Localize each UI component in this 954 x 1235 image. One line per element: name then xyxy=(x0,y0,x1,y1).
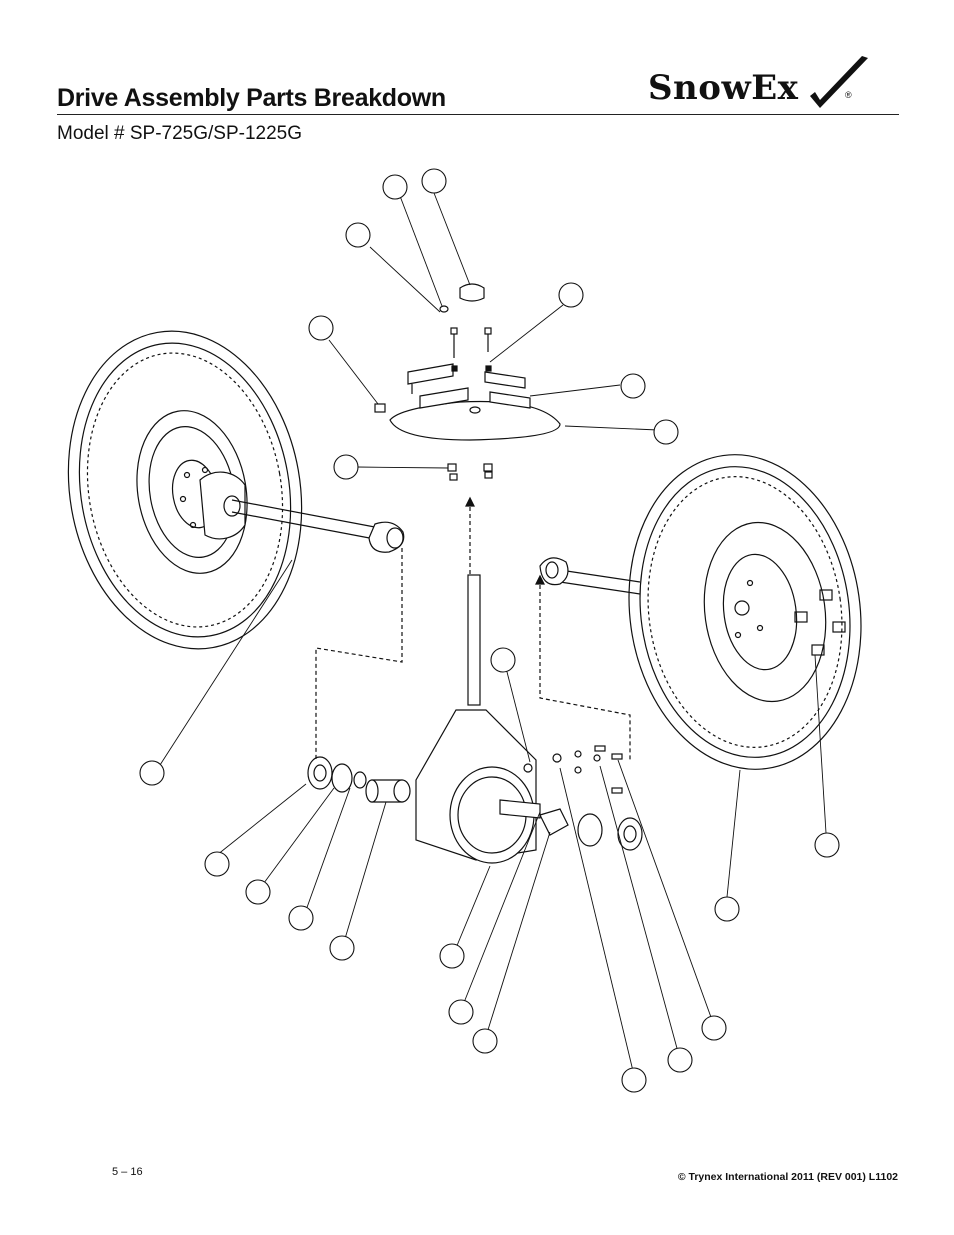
callout-circle xyxy=(204,851,230,877)
callout-circle xyxy=(814,832,840,858)
callout-circle xyxy=(139,760,165,786)
gearbox xyxy=(415,574,541,864)
right-bearing-set xyxy=(539,745,643,851)
callout-circle xyxy=(448,999,474,1025)
callout-circle xyxy=(421,168,447,194)
callout-circle xyxy=(439,943,465,969)
left-bearing-set xyxy=(307,756,411,803)
callout-circle xyxy=(667,1047,693,1073)
callout-circle xyxy=(490,647,516,673)
callout-circle xyxy=(701,1015,727,1041)
callout-circle xyxy=(288,905,314,931)
callout-circle xyxy=(329,935,355,961)
leader-lines xyxy=(159,192,827,1072)
checkmark-icon xyxy=(810,56,868,108)
left-wheel-tire xyxy=(67,330,303,650)
right-axle xyxy=(539,557,641,595)
callout-circle xyxy=(345,222,371,248)
callout-circle xyxy=(621,1067,647,1093)
callout-circle xyxy=(308,315,334,341)
callout-circle xyxy=(620,373,646,399)
spinner-assembly xyxy=(374,363,561,441)
callout-circle xyxy=(714,896,740,922)
callout-circle xyxy=(245,879,271,905)
registered-mark: ® xyxy=(845,90,852,100)
snowex-logo: SnowEx ® xyxy=(640,50,872,112)
model-subtitle: Model # SP-725G/SP-1225G xyxy=(57,123,303,144)
right-wheel-tire xyxy=(628,454,862,770)
logo-wordmark: SnowEx xyxy=(648,68,799,108)
assembly-guides xyxy=(315,500,631,760)
page-number: 5 – 16 xyxy=(112,1166,143,1178)
callout-circle xyxy=(558,282,584,308)
page-title: Drive Assembly Parts Breakdown xyxy=(57,84,446,112)
callout-circle xyxy=(472,1028,498,1054)
callout-bubbles xyxy=(139,168,840,1093)
copyright-notice: © Trynex International 2011 (REV 001) L1… xyxy=(677,1171,898,1183)
title-rule xyxy=(57,114,899,115)
spinner-hardware xyxy=(439,283,493,481)
left-axle xyxy=(231,499,405,553)
callout-circle xyxy=(382,174,408,200)
callout-circle xyxy=(333,454,359,480)
callout-circle xyxy=(653,419,679,445)
